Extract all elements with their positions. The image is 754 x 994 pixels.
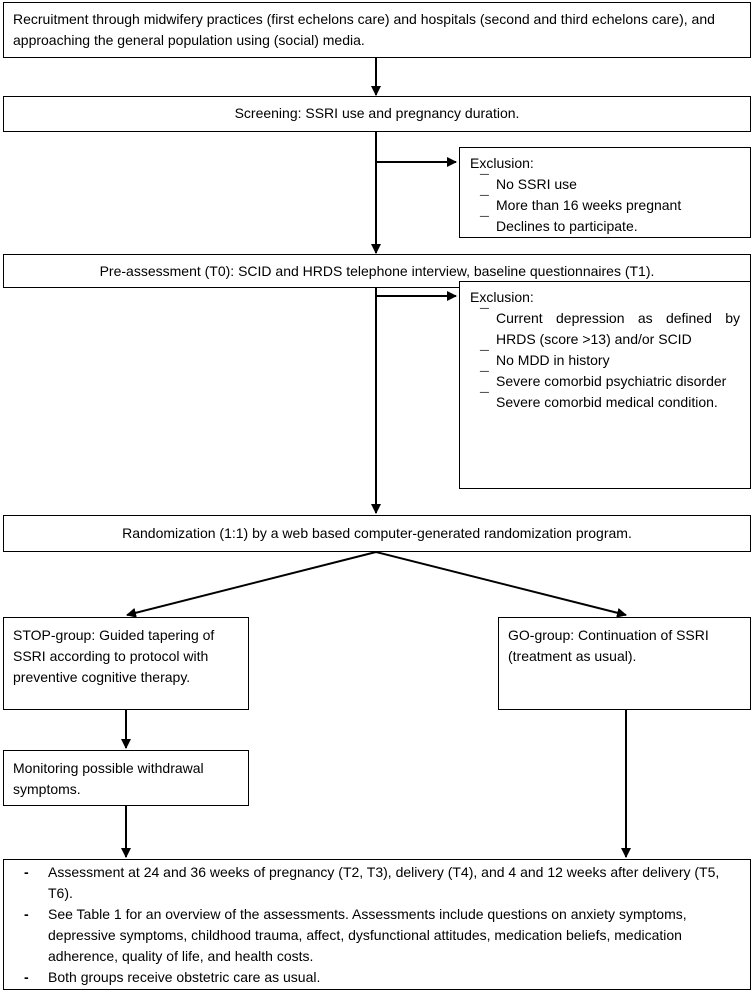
final-assessment-item: See Table 1 for an overview of the asses… bbox=[12, 904, 742, 967]
final-assessment-item: Both groups receive obstetric care as us… bbox=[12, 967, 742, 988]
exclusion-2-item: No MDD in history bbox=[470, 347, 740, 371]
screening-text: Screening: SSRI use and pregnancy durati… bbox=[234, 105, 520, 121]
recruitment-box: Recruitment through midwifery practices … bbox=[3, 2, 751, 58]
final-assessment-item: Assessment at 24 and 36 weeks of pregnan… bbox=[12, 862, 742, 904]
exclusion-2-list: Current depression as defined by HRDS (s… bbox=[470, 305, 740, 413]
arrow-randomization-to-go bbox=[375, 551, 627, 618]
randomization-box: Randomization (1:1) by a web based compu… bbox=[3, 515, 751, 552]
exclusion-box-2: Exclusion: Current depression as defined… bbox=[459, 281, 751, 489]
arrow-randomization-to-stop bbox=[126, 551, 377, 618]
exclusion-1-item: Declines to participate. bbox=[470, 213, 740, 237]
final-assessment-list: Assessment at 24 and 36 weeks of pregnan… bbox=[12, 862, 742, 988]
exclusion-1-title: Exclusion: bbox=[470, 155, 534, 171]
exclusion-2-item: Current depression as defined by HRDS (s… bbox=[470, 305, 740, 350]
monitoring-box: Monitoring possible withdrawal symptoms. bbox=[3, 750, 249, 806]
monitoring-text: Monitoring possible withdrawal symptoms. bbox=[13, 760, 204, 797]
stop-group-box: STOP-group: Guided tapering of SSRI acco… bbox=[3, 617, 249, 710]
screening-box: Screening: SSRI use and pregnancy durati… bbox=[3, 96, 751, 132]
final-assessment-box: Assessment at 24 and 36 weeks of pregnan… bbox=[3, 859, 751, 990]
go-group-text: GO-group: Continuation of SSRI (treatmen… bbox=[508, 627, 709, 664]
stop-group-text: STOP-group: Guided tapering of SSRI acco… bbox=[13, 627, 215, 685]
exclusion-2-item: Severe comorbid medical condition. bbox=[470, 389, 740, 413]
exclusion-box-1: Exclusion: No SSRI use More than 16 week… bbox=[459, 147, 751, 238]
exclusion-1-list: No SSRI use More than 16 weeks pregnant … bbox=[470, 171, 740, 237]
exclusion-2-item: Severe comorbid psychiatric disorder bbox=[470, 368, 740, 392]
go-group-box: GO-group: Continuation of SSRI (treatmen… bbox=[498, 617, 751, 710]
randomization-text: Randomization (1:1) by a web based compu… bbox=[122, 525, 632, 541]
exclusion-2-title: Exclusion: bbox=[470, 289, 534, 305]
preassessment-text: Pre-assessment (T0): SCID and HRDS telep… bbox=[99, 263, 655, 279]
exclusion-1-item: More than 16 weeks pregnant bbox=[470, 192, 740, 216]
exclusion-1-item: No SSRI use bbox=[470, 171, 740, 195]
recruitment-text: Recruitment through midwifery practices … bbox=[13, 11, 715, 48]
